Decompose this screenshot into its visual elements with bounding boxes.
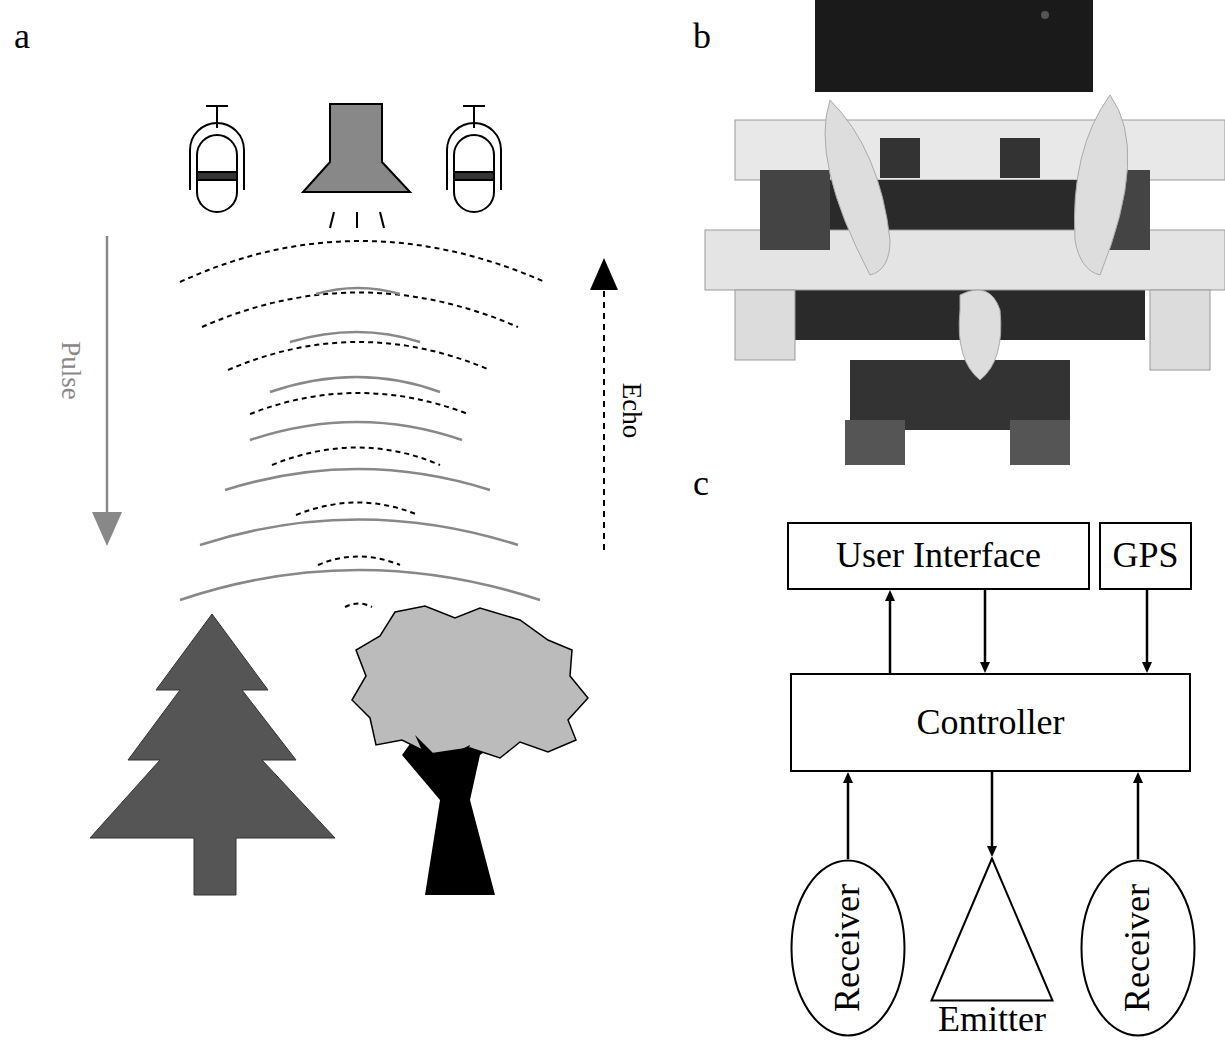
panel-label: c [693, 465, 709, 501]
connector-arrow [843, 772, 853, 859]
node-text: Receiver [828, 884, 868, 1012]
speaker-ticks [330, 212, 384, 228]
speaker [303, 104, 410, 192]
panel-label: a [14, 18, 30, 54]
connector-arrow [1142, 590, 1152, 673]
emitter-triangle: Emitter [930, 857, 1054, 1043]
node-text: Controller [917, 703, 1065, 743]
node-text: Receiver [1118, 884, 1158, 1012]
connector-arrow [987, 772, 997, 857]
connector-arrow [885, 590, 895, 673]
pulse-arrow [92, 236, 122, 546]
deciduous-tree [352, 606, 588, 895]
echo-label: Echo [618, 382, 645, 437]
receiver-ellipse: Receiver [790, 859, 906, 1037]
echo-waves [180, 241, 545, 607]
connector-arrow [1133, 772, 1143, 859]
connector-arrow [980, 590, 990, 673]
receiver-ellipse: Receiver [1080, 859, 1196, 1037]
process-box: Controller [790, 673, 1191, 772]
panel-label: b [693, 18, 711, 54]
pulse-waves [180, 288, 540, 600]
process-box: GPS [1099, 522, 1192, 590]
echo-arrow [590, 258, 618, 550]
pulse-label: Pulse [56, 341, 83, 400]
node-text: User Interface [836, 536, 1041, 576]
process-box: User Interface [787, 522, 1090, 590]
node-text: GPS [1112, 536, 1178, 576]
pine-tree [90, 614, 335, 895]
triangle-outline [930, 857, 1054, 1002]
microphone [190, 106, 244, 212]
node-text: Emitter [938, 1000, 1046, 1040]
microphone [447, 106, 501, 212]
robot-photo [705, 0, 1225, 465]
